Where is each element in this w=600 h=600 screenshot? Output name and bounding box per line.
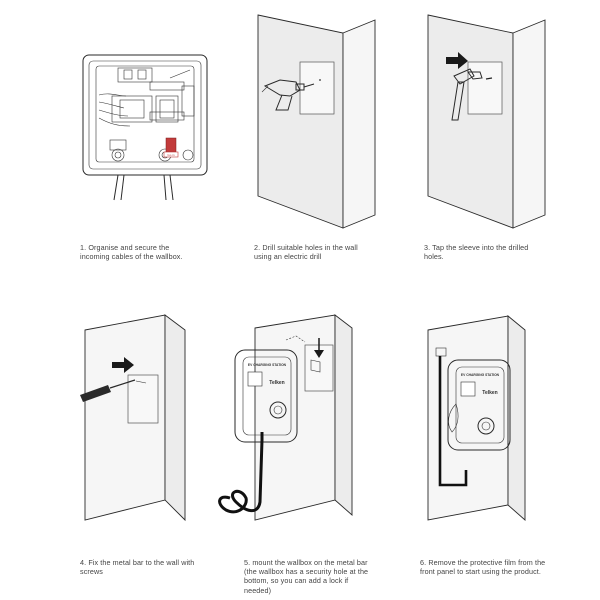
arrow-right-icon [112,357,134,373]
charging-cable [438,356,468,487]
step-4-illustration [80,314,186,522]
folded-wall [254,314,353,521]
step-1-caption: 1. Organise and secure the incoming cabl… [80,243,200,261]
step-5-caption: 5. mount the wallbox on the metal bar (t… [244,558,376,595]
step-2-illustration [257,14,376,229]
step-number: 6. [420,558,427,567]
step-number: 2. [254,243,261,252]
cable-socket [269,401,287,419]
folded-wall [257,14,376,229]
step-number: 3. [424,243,431,252]
step-3-illustration [427,14,546,229]
arrow-right-icon [446,52,468,69]
cable-socket [477,417,495,435]
display [247,371,263,387]
step-text: Tap the sleeve into the drilled holes. [424,243,529,262]
folded-wall [84,314,186,522]
wallbox: EV CHARGING STATION Telken [447,359,511,451]
step-text: Drill suitable holes in the wall using a… [254,243,358,262]
step-6-illustration: EV CHARGING STATION Telken [427,315,526,521]
target-area [467,61,503,115]
station-title: EV CHARGING STATION [461,373,500,377]
down-arrow-icon [314,338,324,358]
charging-cable [218,432,264,514]
target-area [299,61,335,115]
junction-box: Go in [82,54,208,201]
brand-logo: Telken [482,390,497,396]
brand-logo: Telken [269,380,284,386]
step-2-caption: 2. Drill suitable holes in the wall usin… [254,243,376,261]
step-text: Organise and secure the incoming cables … [80,243,183,262]
step-4-caption: 4. Fix the metal bar to the wall with sc… [80,558,200,576]
step-1-illustration: Go in [82,54,208,201]
step-5-illustration: EV CHARGING STATION Telken [218,314,353,521]
drill-icon [261,79,315,111]
target-area [127,374,159,424]
wallbox: EV CHARGING STATION Telken [234,349,298,443]
step-text: mount the wallbox on the metal bar (the … [244,558,369,595]
step-number: 4. [80,558,87,567]
terminal-label: Go in [167,153,175,157]
step-text: Fix the metal bar to the wall with screw… [80,558,195,577]
step-number: 1. [80,243,87,252]
step-number: 5. [244,558,251,567]
display [460,381,476,397]
screwdriver-icon [80,379,136,402]
station-title: EV CHARGING STATION [248,363,287,367]
step-6-caption: 6. Remove the protective film from the f… [420,558,550,576]
step-text: Remove the protective film from the fron… [420,558,546,577]
folded-wall [427,14,546,229]
step-3-caption: 3. Tap the sleeve into the drilled holes… [424,243,549,261]
protective-film [448,403,459,433]
hammer-icon [451,68,483,121]
